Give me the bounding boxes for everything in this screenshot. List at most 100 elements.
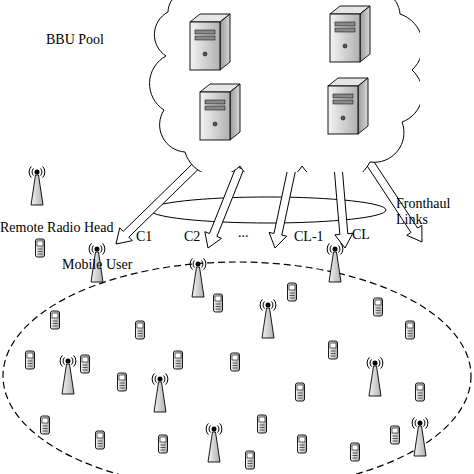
phone-symbol [81, 355, 90, 373]
illustration-part [31, 175, 43, 205]
illustration-part [155, 376, 156, 383]
phone-symbol [391, 426, 400, 444]
phone-symbol [298, 435, 307, 453]
illustration-part [230, 84, 240, 140]
illustration-part [208, 432, 220, 462]
phone-symbol [329, 341, 338, 359]
phone-symbol [416, 383, 425, 401]
illustration-part [414, 426, 426, 456]
illustration-part [119, 375, 125, 380]
user-field [26, 243, 428, 469]
illustration-part [367, 357, 369, 368]
illustration-part [103, 243, 105, 254]
illustration-part [298, 435, 307, 453]
illustration-part [330, 14, 360, 62]
rrh-symbol [412, 417, 428, 456]
illustration-part [300, 445, 305, 450]
phone-symbol [406, 321, 415, 339]
fronthaul-ring [150, 197, 386, 223]
illustration-part [333, 94, 353, 98]
illustration-part [290, 293, 295, 298]
illustration-part [288, 283, 297, 301]
rrh-symbol [29, 166, 45, 205]
illustration-part [289, 285, 295, 290]
illustration-part [375, 300, 381, 305]
server-symbol [200, 84, 240, 140]
illustration-part [353, 453, 358, 458]
illustration-part [374, 298, 383, 316]
illustration-part [43, 426, 48, 431]
phone-symbol [136, 321, 145, 339]
illustration-part [392, 428, 398, 433]
illustration-part [118, 373, 127, 391]
illustration-part [60, 355, 62, 366]
illustration-part [335, 22, 355, 26]
illustration-part [42, 418, 48, 423]
illustration-part [406, 321, 415, 339]
illustration-part [329, 341, 338, 359]
illustration-part [330, 246, 331, 253]
illustration-part [98, 441, 103, 446]
illustration-part [82, 357, 88, 362]
rrh-symbol [206, 423, 222, 462]
illustration-part [412, 417, 414, 428]
illustration-part [331, 351, 336, 356]
illustration-part [209, 426, 210, 433]
illustration-part [298, 393, 303, 398]
illustration-part [205, 100, 225, 104]
illustration-part [335, 28, 355, 32]
illustration-part [74, 355, 76, 366]
fronthaul-arrow [205, 167, 244, 248]
illustration-part [27, 353, 33, 358]
illustration-part [120, 383, 125, 388]
illustration-part [266, 303, 271, 308]
illustration-part [97, 433, 103, 438]
illustration-part [343, 44, 347, 48]
capacity-label: CL-1 [294, 229, 324, 245]
illustration-part [246, 451, 255, 469]
illustration-part [38, 249, 43, 254]
illustration-part [175, 353, 181, 358]
illustration-part [95, 247, 100, 252]
illustration-part [29, 166, 31, 177]
illustration-part [204, 258, 206, 269]
illustration-part [138, 331, 143, 336]
illustration-part [66, 359, 71, 364]
phone-symbol [26, 351, 35, 369]
phone-symbol [51, 311, 60, 329]
illustration-part [166, 373, 168, 384]
illustration-part [351, 443, 360, 461]
capacity-label: CL [352, 227, 370, 243]
illustration-part [232, 355, 238, 360]
illustration-part [339, 246, 340, 253]
illustration-part [35, 170, 40, 175]
illustration-part [330, 343, 336, 348]
illustration-part [327, 243, 329, 254]
illustration-part [296, 383, 305, 401]
capacity-label: C1 [136, 229, 152, 245]
illustration-part [32, 169, 33, 176]
legend-text: Remote Radio Head [0, 220, 114, 236]
illustration-part [164, 376, 165, 383]
illustration-part [248, 461, 253, 466]
illustration-part [214, 294, 223, 312]
illustration-part [137, 323, 143, 328]
illustration-part [407, 323, 413, 328]
illustration-part [195, 30, 215, 34]
fronthaul-arrow [116, 159, 203, 244]
illustration-part [203, 52, 207, 56]
illustration-part [51, 311, 60, 329]
illustration-part [262, 308, 274, 338]
phone-symbol [246, 451, 255, 469]
phone-symbol [231, 353, 240, 371]
illustration-part [212, 427, 217, 432]
illustration-part [160, 437, 166, 442]
rrh-symbol [327, 243, 343, 282]
illustration-part [373, 361, 378, 366]
phone-symbol [351, 443, 360, 461]
illustration-part [416, 383, 425, 401]
illustration-part [370, 360, 371, 367]
link-label: Fronthaul Links [396, 196, 458, 228]
illustration-part [341, 116, 345, 120]
